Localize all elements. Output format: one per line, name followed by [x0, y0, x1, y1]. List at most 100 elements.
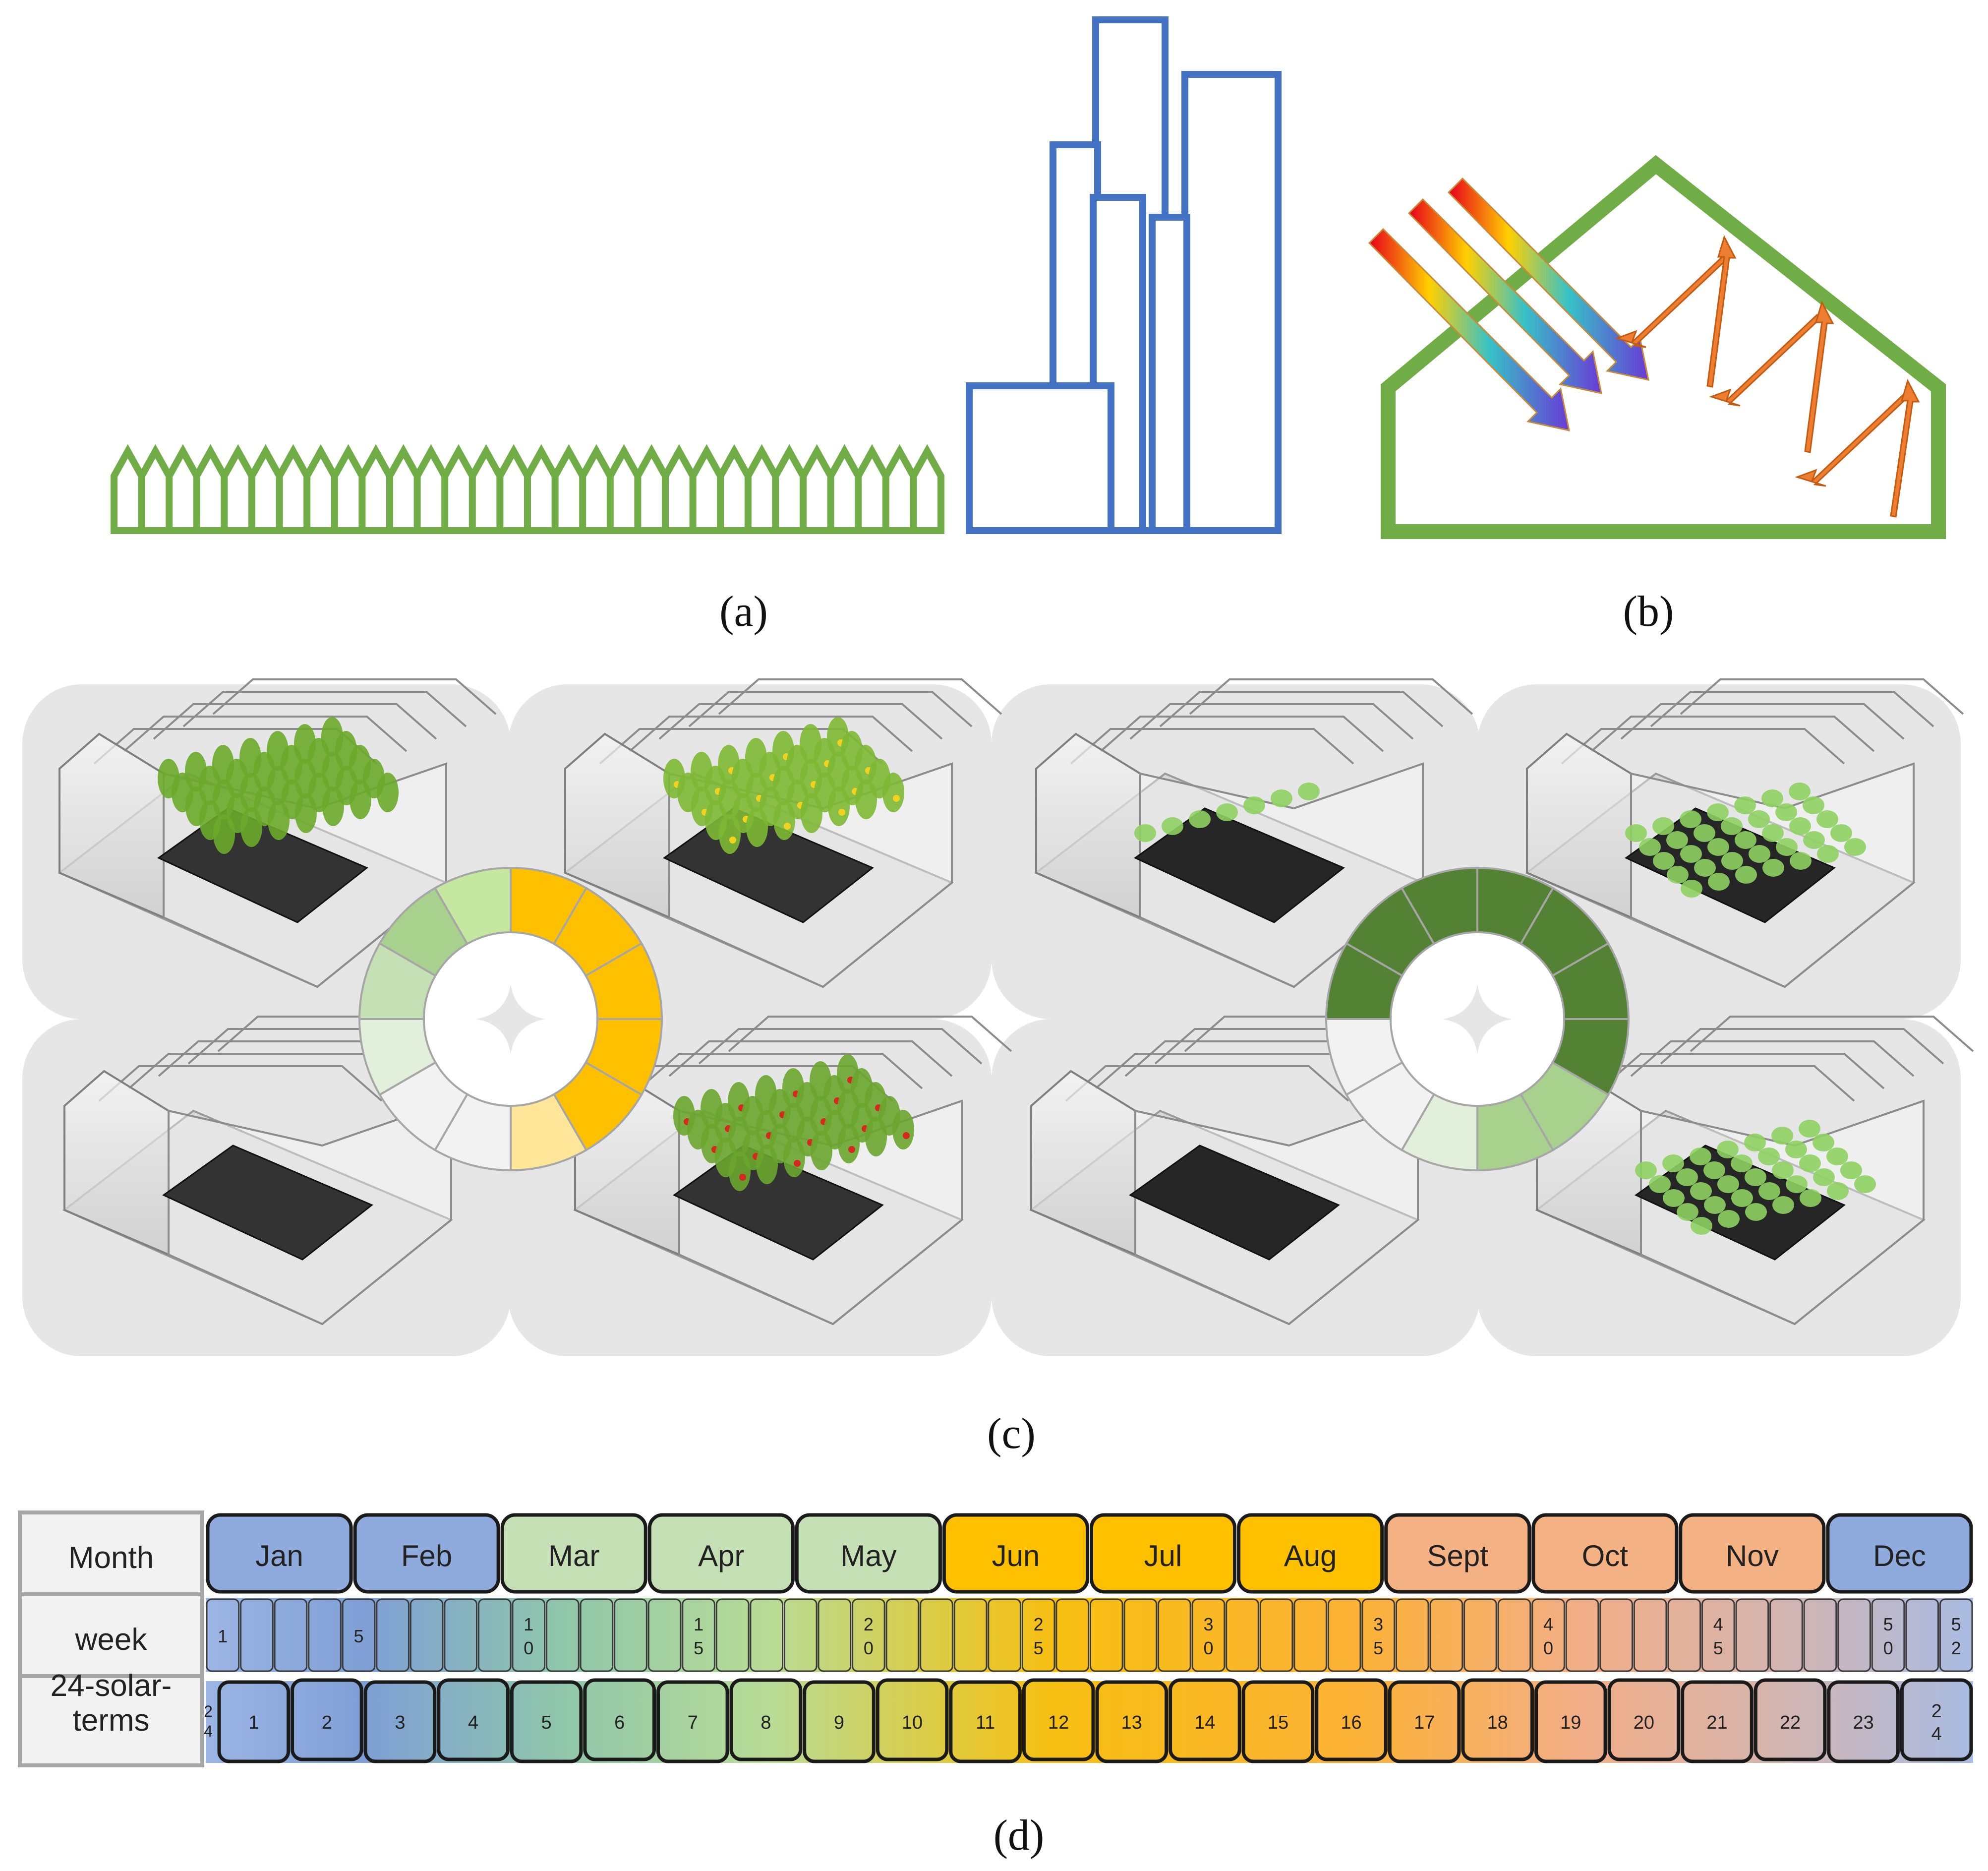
plant: [322, 786, 344, 826]
plant: [1162, 817, 1183, 835]
week-cell: [308, 1598, 342, 1672]
plant: [1776, 838, 1798, 856]
week-cell: [920, 1598, 953, 1672]
month-cell: [1237, 1513, 1384, 1594]
growing-bed: [1129, 1145, 1340, 1261]
week-cell: [1735, 1598, 1769, 1672]
solar-term-cell: [1534, 1680, 1607, 1763]
month-label: Feb: [401, 1539, 452, 1572]
week-cell: [1531, 1598, 1565, 1672]
panel-b: [1368, 155, 1946, 539]
solar-term-label: 22: [1780, 1712, 1801, 1733]
plant: [1662, 1154, 1684, 1172]
week-cell: [1429, 1598, 1463, 1672]
plant: [1680, 810, 1701, 828]
greenhouse-illustration: [1535, 1016, 1974, 1326]
month-cell: [795, 1513, 942, 1594]
greenhouse-frame: [718, 678, 1002, 715]
plant: [1708, 873, 1730, 891]
week-cell: [1939, 1598, 1973, 1672]
plant: [1854, 1175, 1876, 1193]
greenhouse-frame: [698, 1028, 983, 1065]
week-cell: [647, 1598, 682, 1672]
growing-bed: [162, 1145, 373, 1261]
solar-term-cell: [876, 1678, 949, 1761]
fruit-or-flower: [739, 1174, 746, 1181]
month-label-cell: [18, 1510, 204, 1596]
greenhouse-frame: [1650, 691, 1934, 727]
plant: [1694, 824, 1715, 842]
solar-term-cell: [1022, 1678, 1095, 1761]
greenhouse-frame: [1159, 691, 1444, 727]
solar-term-label: 5: [541, 1712, 552, 1733]
month-label: Nov: [1726, 1539, 1779, 1572]
greenhouse-frame: [1129, 703, 1414, 740]
solar-term-cell: [1754, 1678, 1827, 1761]
plant: [1691, 1217, 1712, 1235]
solar-term-label: 16: [1341, 1712, 1361, 1733]
greenhouse-front: [58, 732, 165, 919]
plant: [1785, 1141, 1807, 1158]
solar-term-cell: [729, 1678, 803, 1761]
week-cell: [206, 1598, 240, 1672]
month-cell: [1090, 1513, 1237, 1594]
reflected-arrow: [1615, 255, 1728, 348]
solar-term-label: 21: [1706, 1712, 1727, 1733]
plant: [828, 786, 850, 826]
week-cell: [1226, 1598, 1259, 1672]
solar-term-cell: [363, 1680, 437, 1763]
week-cell: [818, 1598, 852, 1672]
solar-term-cell: [1095, 1680, 1169, 1763]
plant: [1735, 831, 1756, 849]
week-cell: [784, 1598, 818, 1672]
week-cell: [1667, 1598, 1701, 1672]
week-cell: [1565, 1598, 1599, 1672]
plant: [1772, 1161, 1794, 1179]
greenhouse-frame: [658, 703, 943, 740]
month-cell: [1384, 1513, 1531, 1594]
solar-term-label: 1: [248, 1712, 259, 1733]
week-cell: [478, 1598, 512, 1672]
solar-term-label: 15: [1268, 1712, 1288, 1733]
month-row-label: Month: [68, 1541, 154, 1575]
month-cell: [353, 1513, 500, 1594]
week-cell: [376, 1598, 409, 1672]
plant: [268, 800, 290, 840]
plant: [746, 807, 768, 847]
plant: [1786, 1175, 1808, 1193]
week-cell: [1090, 1598, 1123, 1672]
greenhouse-frame: [629, 716, 913, 752]
greenhouse-frame: [1630, 1040, 1915, 1077]
plant: [1826, 1147, 1848, 1165]
plant: [1789, 817, 1811, 835]
week-cell: [1055, 1598, 1089, 1672]
solar-term-label: 6: [614, 1712, 625, 1733]
plant: [773, 800, 795, 840]
month-label: Aug: [1284, 1539, 1337, 1572]
solar-term-cell: [217, 1680, 291, 1763]
plant: [1744, 1134, 1766, 1151]
month-cell: [500, 1513, 647, 1594]
row-label-cells: [18, 1510, 204, 1767]
reflected-arrow: [1709, 313, 1822, 407]
plant: [1799, 1154, 1821, 1172]
incoming-sun-rays: [1368, 177, 1649, 431]
wheel-star: [476, 984, 545, 1054]
plant: [1681, 880, 1702, 898]
plant: [811, 1131, 832, 1170]
greenhouse-front: [63, 1070, 170, 1257]
month-label: Sept: [1427, 1539, 1488, 1572]
plant: [838, 1124, 860, 1163]
fruit-or-flower: [848, 1146, 855, 1153]
plant: [1635, 1161, 1657, 1179]
plant: [1134, 824, 1156, 842]
solar-term-label: 11: [976, 1712, 995, 1733]
week-cell: [1463, 1598, 1497, 1672]
